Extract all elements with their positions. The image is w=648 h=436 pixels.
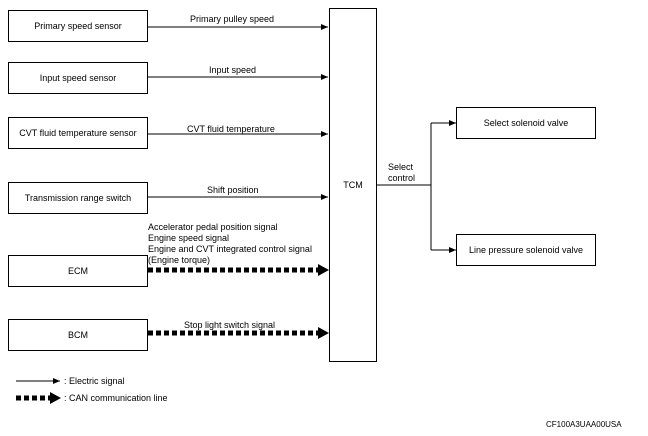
primary-speed-sensor-label: Primary speed sensor (34, 21, 122, 31)
cvt-fluid-temperature-sensor-box: CVT fluid temperature sensor (8, 117, 148, 149)
ecm-signal-line: Engine and CVT integrated control signal (148, 244, 312, 254)
input-speed-sensor-label: Input speed sensor (39, 73, 117, 83)
ecm-signal-line: (Engine torque) (148, 255, 211, 265)
figure-code: CF100A3UAA00USA (546, 420, 622, 429)
can-line-bcm (148, 327, 329, 339)
transmission-range-switch-box: Transmission range switch (8, 182, 148, 214)
legend-can-line-label: : CAN communication line (64, 393, 168, 403)
primary-speed-sensor-box: Primary speed sensor (8, 10, 148, 42)
ecm-signals-label: Accelerator pedal position signal Engine… (148, 222, 312, 266)
bcm-box: BCM (8, 319, 148, 351)
input-speed-sensor-box: Input speed sensor (8, 62, 148, 94)
can-line-ecm (148, 264, 329, 276)
input-speed-label: Input speed (209, 65, 257, 75)
legend-can-symbol (16, 392, 61, 404)
primary-pulley-speed-label: Primary pulley speed (190, 14, 275, 24)
select-control-label: Select control (388, 162, 415, 184)
output-branch (377, 120, 456, 253)
ecm-label: ECM (68, 266, 88, 276)
tcm-box: TCM (329, 8, 377, 362)
ecm-box: ECM (8, 255, 148, 287)
bcm-label: BCM (68, 330, 88, 340)
line-pressure-solenoid-valve-label: Line pressure solenoid valve (468, 245, 584, 255)
select-control-line: Select (388, 162, 414, 172)
select-solenoid-valve-label: Select solenoid valve (483, 118, 569, 128)
select-solenoid-valve-box: Select solenoid valve (456, 107, 596, 139)
ecm-signal-line: Engine speed signal (148, 233, 230, 243)
transmission-range-switch-label: Transmission range switch (24, 193, 132, 203)
shift-position-label: Shift position (207, 185, 259, 195)
legend-electric-signal-label: : Electric signal (64, 376, 125, 386)
cvt-fluid-temperature-label: CVT fluid temperature (187, 124, 275, 134)
cvt-fluid-temperature-sensor-label: CVT fluid temperature sensor (19, 128, 137, 138)
line-pressure-solenoid-valve-box: Line pressure solenoid valve (456, 234, 596, 266)
stop-light-switch-signal-label: Stop light switch signal (184, 320, 276, 330)
ecm-signal-line: Accelerator pedal position signal (148, 222, 278, 232)
tcm-label: TCM (343, 180, 363, 190)
select-control-line: control (388, 173, 416, 183)
